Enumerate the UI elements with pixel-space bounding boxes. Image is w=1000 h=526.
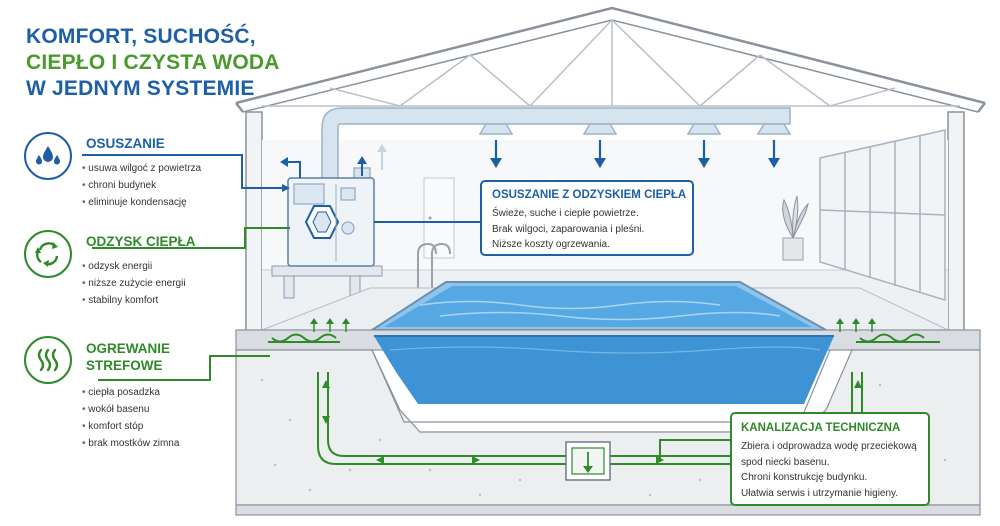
title-line-1: KOMFORT, SUCHOŚĆ, xyxy=(26,25,256,48)
callout-drainage: KANALIZACJA TECHNICZNA Zbiera i odprowad… xyxy=(730,412,930,506)
callout-line: Brak wilgoci, zaparowania i pleśni. xyxy=(492,223,645,235)
water-drops-icon xyxy=(24,132,72,180)
callout-line: Niższe koszty ogrzewania. xyxy=(492,239,610,250)
list-item: stabilny komfort xyxy=(82,292,186,309)
roof-truss xyxy=(262,19,960,107)
feature-list: ciepła posadzka wokół basenu komfort stó… xyxy=(82,384,179,452)
title-line-3: W JEDNYM SYSTEMIE xyxy=(26,77,255,100)
windows xyxy=(819,129,946,302)
drainage-flow-arrows xyxy=(322,380,862,464)
callout-heading: KANALIZACJA TECHNICZNA xyxy=(741,422,901,434)
feature-heading-line: OGREWANIE xyxy=(86,341,171,356)
feature-list: odzysk energii niższe zużycie energii st… xyxy=(82,258,186,309)
leader-lines xyxy=(82,154,730,462)
feature-list: usuwa wilgoć z powietrza chroni budynek … xyxy=(82,160,201,211)
list-item: odzysk energii xyxy=(82,258,186,275)
feature-heading-line: STREFOWE xyxy=(86,358,163,373)
plant xyxy=(782,195,809,261)
callout-line: Świeże, suche i ciepłe powietrze. xyxy=(492,208,639,219)
callout-dehumidification: OSUSZANIE Z ODZYSKIEM CIEPŁA Świeże, suc… xyxy=(480,180,694,256)
list-item: usuwa wilgoć z powietrza xyxy=(82,160,201,177)
pool-water xyxy=(368,281,830,331)
callout-line: spod niecki basenu. xyxy=(741,456,830,468)
list-item: ciepła posadzka xyxy=(82,384,179,401)
title-line-2: CIEPŁO I CZYSTA WODA xyxy=(26,51,280,74)
recycle-arrows-icon xyxy=(24,230,72,278)
air-handling-unit xyxy=(271,177,383,299)
ventilation-ducts xyxy=(321,107,792,186)
callout-line: Zbiera i odprowadza wodę przeciekową xyxy=(741,441,917,452)
list-item: brak mostków zimna xyxy=(82,435,179,452)
feature-heading: OGREWANIE STREFOWE xyxy=(86,340,170,374)
list-item: niższe zużycie energii xyxy=(82,275,185,292)
heat-waves-icon xyxy=(24,336,72,384)
list-item: komfort stóp xyxy=(82,418,179,435)
pool-ladder xyxy=(417,242,451,290)
list-item: chroni budynek xyxy=(82,177,201,194)
air-supply-arrows xyxy=(490,140,780,168)
heat-rise-arrows xyxy=(310,318,876,332)
feature-heading: ODZYSK CIEPŁA xyxy=(86,234,196,249)
drainage-sump xyxy=(565,441,611,481)
page-title: KOMFORT, SUCHOŚĆ, CIEPŁO I CZYSTA WODA W… xyxy=(26,24,280,102)
callout-line: Chroni konstrukcję budynku. xyxy=(741,472,868,483)
feature-heading: OSUSZANIE xyxy=(86,136,165,151)
airflow-arrows xyxy=(280,144,387,178)
callout-line: Ułatwia serwis i utrzymanie higieny. xyxy=(741,487,899,499)
callout-heading: OSUSZANIE Z ODZYSKIEM CIEPŁA xyxy=(492,189,687,201)
roof xyxy=(235,6,986,113)
pool-basin xyxy=(374,335,834,404)
list-item: eliminuje kondensację xyxy=(82,194,201,211)
floor-heating-pipes xyxy=(268,333,940,343)
list-item: wokół basenu xyxy=(82,401,179,418)
